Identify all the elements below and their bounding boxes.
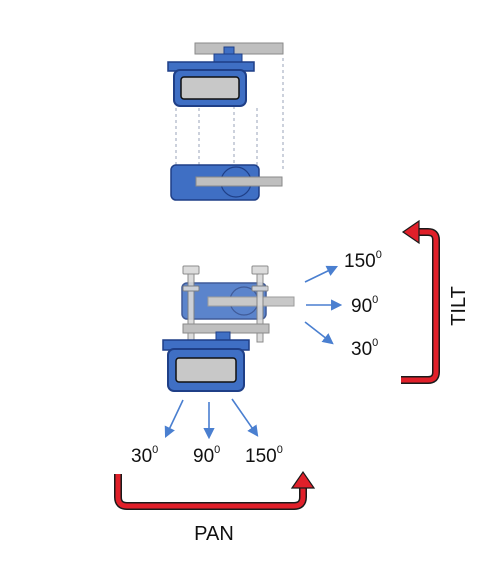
pan-arrow-150 xyxy=(231,398,259,437)
top-servo-window xyxy=(180,76,240,100)
tilt-label-30: 300 xyxy=(351,337,378,360)
bracket-bolts xyxy=(182,265,269,343)
pan-angle-arrows xyxy=(164,398,259,440)
top-servo-cap xyxy=(213,53,243,63)
tilt-label-90: 900 xyxy=(351,294,378,317)
pan-label-90: 900 xyxy=(193,444,220,467)
bolt-right-head xyxy=(251,265,269,275)
pan-label-150: 1500 xyxy=(245,444,283,467)
tilt-angle-arrows xyxy=(304,265,343,345)
tilt-arrow-150 xyxy=(304,265,339,283)
bolt-left-head xyxy=(182,265,200,275)
top-servo xyxy=(167,42,284,170)
tilt-servo xyxy=(181,282,295,320)
tilt-title: TILT xyxy=(448,286,470,326)
bolt-right-nut xyxy=(251,285,269,292)
tilt-arrow-30 xyxy=(304,321,334,345)
pan-arrow-30 xyxy=(164,399,184,439)
tilt-label-150: 1500 xyxy=(344,249,382,272)
tilt-servo-horn xyxy=(207,296,295,307)
pan-servo-window xyxy=(175,357,237,383)
tilt-angle-labels: 1500 900 300 xyxy=(344,249,382,360)
pan-servo-shaft xyxy=(215,331,231,341)
pan-tilt-assembly xyxy=(162,265,295,392)
bolt-left-nut xyxy=(182,285,200,292)
pan-title: PAN xyxy=(194,523,234,545)
pan-angle-labels: 300 900 1500 xyxy=(131,444,283,467)
pan-red-arrow xyxy=(114,470,316,510)
side-servo xyxy=(170,164,283,201)
side-servo-horn xyxy=(195,176,283,187)
tilt-red-arrow xyxy=(401,219,440,384)
pan-label-30: 300 xyxy=(131,444,158,467)
dashed-projection-lines xyxy=(175,58,284,170)
top-servo-horn xyxy=(194,42,284,55)
